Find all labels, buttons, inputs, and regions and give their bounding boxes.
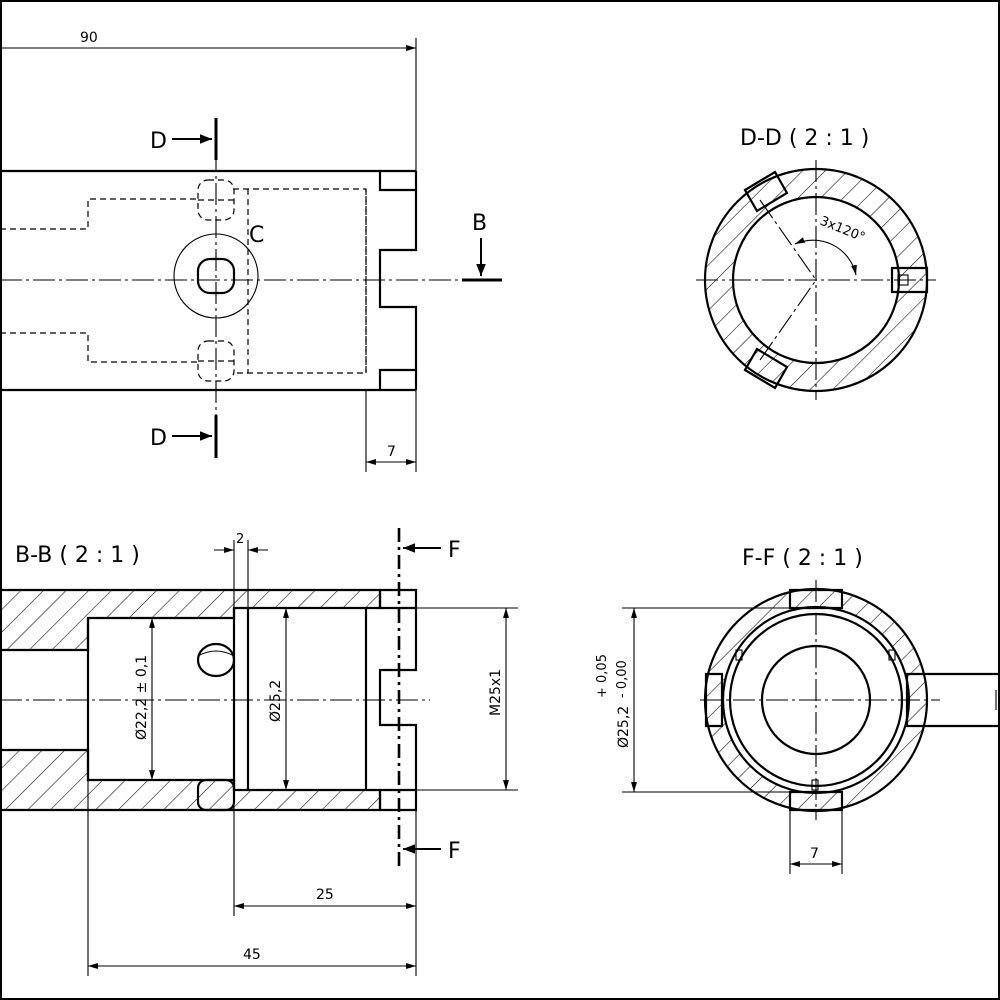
dim-bore-large: Ø25,2 (268, 680, 284, 722)
dim-overall-length: 90 (80, 30, 98, 46)
cut-d-bottom-label: D (150, 426, 167, 451)
cut-b-label: B (472, 211, 487, 236)
dim-bore-small: Ø22,2 ± 0,1 (134, 655, 150, 740)
cut-f-top-label: F (448, 538, 461, 563)
dim-thread: M25x1 (488, 669, 504, 716)
section-bb-view: B-B ( 2 : 1 ) F F (0, 528, 518, 976)
section-dd-view: D-D ( 2 : 1 ) 3x120° (696, 126, 936, 400)
section-ff-title: F-F ( 2 : 1 ) (742, 546, 863, 571)
dim-groove-width: 2 (236, 532, 244, 547)
detail-c-label: C (249, 223, 264, 248)
cut-d-top-label: D (150, 129, 167, 154)
dim-tol-upper: + 0,05 (595, 654, 610, 698)
dim-depth-25: 25 (316, 887, 334, 903)
dim-slot-width-ff: 7 (810, 846, 819, 862)
dim-depth-45: 45 (243, 947, 261, 963)
section-ff-view: F-F ( 2 : 1 ) Ø25,2 + 0,05 - 0,00 7 (595, 546, 1000, 874)
section-dd-title: D-D ( 2 : 1 ) (740, 126, 869, 151)
dim-angle-spacing: 3x120° (818, 214, 867, 246)
dim-slot-width-front: 7 (387, 444, 396, 460)
front-view: D D B C 90 7 (0, 30, 502, 472)
dim-bore-tol-main: Ø25,2 (616, 706, 632, 748)
dim-tol-lower: - 0,00 (615, 660, 630, 698)
cut-f-bottom-label: F (448, 839, 461, 864)
section-bb-title: B-B ( 2 : 1 ) (15, 543, 140, 568)
